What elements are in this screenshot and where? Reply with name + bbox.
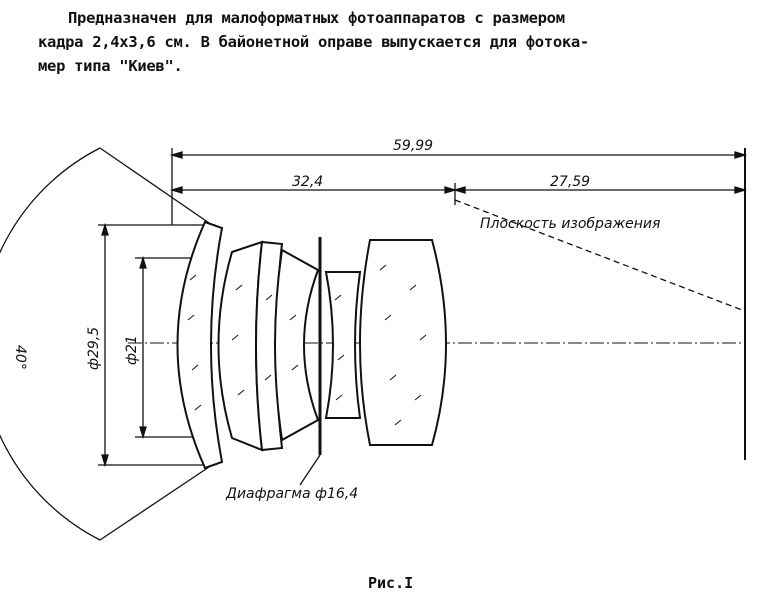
text-line: мер типа "Киев". xyxy=(38,57,183,75)
diaphragm-label: Диафрагма ф16,4 xyxy=(225,486,358,502)
lens-elements xyxy=(176,220,447,470)
dimension-total: 59,99 xyxy=(169,138,748,159)
image-plane-leader xyxy=(454,199,743,311)
lens-element-5 xyxy=(324,271,362,419)
dim-total-label: 59,99 xyxy=(393,138,433,154)
dia-outer-label: ф29,5 xyxy=(86,327,102,370)
figure-caption: Рис.I xyxy=(368,574,414,592)
text-line: Предназначен для малоформатных фотоаппар… xyxy=(68,9,565,27)
field-angle-label: 40° xyxy=(12,345,28,370)
dimension-front: 32,4 27,59 xyxy=(169,174,748,194)
image-plane-label: Плоскость изображения xyxy=(480,216,660,232)
front-meniscus xyxy=(176,220,224,470)
dim-back-label: 27,59 xyxy=(550,174,590,190)
dia-inner-label: ф21 xyxy=(124,335,140,365)
lens-element-4 xyxy=(274,248,320,442)
field-angle: 40° xyxy=(0,147,213,541)
rear-lens-element xyxy=(359,239,447,446)
description-paragraph: Предназначен для малоформатных фотоаппар… xyxy=(38,6,758,78)
glass-hatching xyxy=(187,264,427,426)
dimension-dia-outer: ф29,5 xyxy=(86,222,210,468)
dimension-dia-inner: ф21 xyxy=(124,255,198,440)
dim-front-label: 32,4 xyxy=(292,174,323,190)
text-line: кадра 2,4х3,6 см. В байонетной оправе вы… xyxy=(38,33,589,51)
diaphragm-leader xyxy=(299,454,321,486)
